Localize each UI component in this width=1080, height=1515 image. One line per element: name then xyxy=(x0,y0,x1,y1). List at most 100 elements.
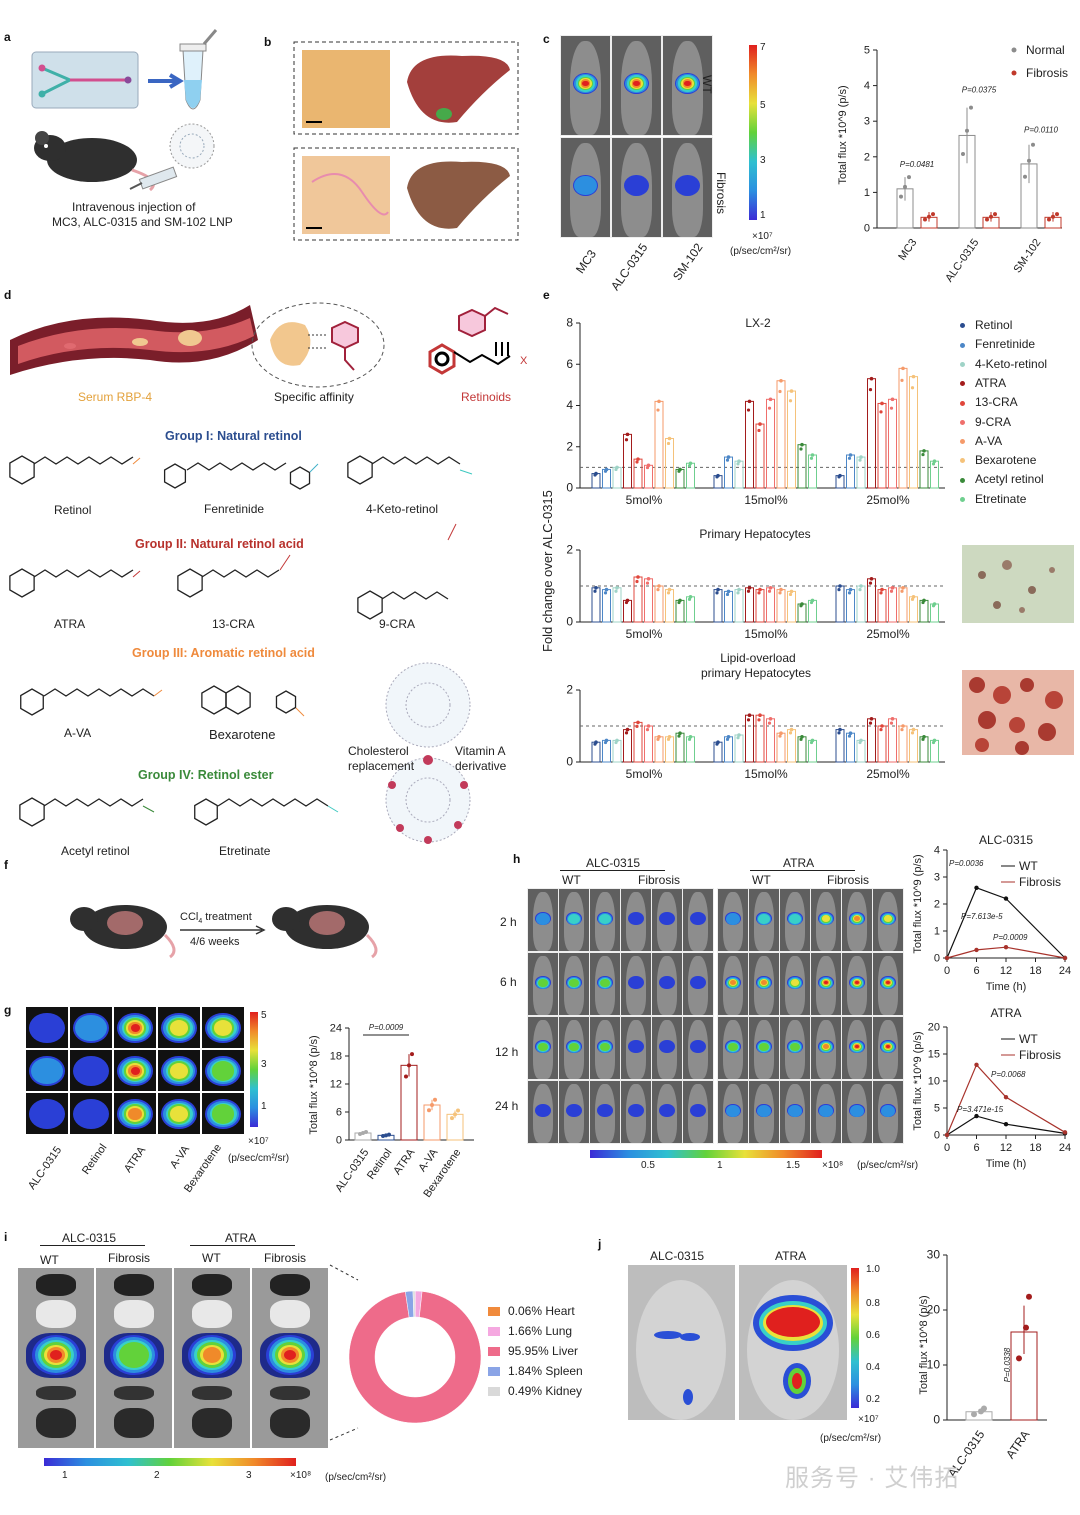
x-tick-label: 25mol% xyxy=(866,493,910,507)
ivis-organ-images xyxy=(18,1268,328,1448)
data-point xyxy=(603,591,608,595)
ivis-mouse-tile xyxy=(589,1016,621,1080)
data-point xyxy=(1003,1095,1009,1100)
organ-lung xyxy=(192,1300,232,1328)
heat-spot xyxy=(50,1349,62,1361)
bar xyxy=(898,725,908,763)
bar xyxy=(909,729,918,763)
ivis-mouse-tile xyxy=(620,952,652,1016)
ivis-mouse-tile xyxy=(717,1016,749,1080)
ivis-mouse-tile xyxy=(527,1016,559,1080)
legend-label: Etretinate xyxy=(975,491,1027,506)
bar xyxy=(846,589,855,623)
molecule-ring xyxy=(9,568,35,598)
ivis-mouse-tile xyxy=(872,1080,904,1144)
y-tick-label: 4 xyxy=(934,845,940,857)
data-point xyxy=(726,455,731,459)
data-point xyxy=(646,577,651,581)
molecule-chain xyxy=(43,798,144,807)
retinoid-structure: X xyxy=(428,306,528,375)
data-point xyxy=(456,1108,460,1113)
watermark: 服务号 · 艾伟拓 xyxy=(785,1465,960,1492)
molecule-ring xyxy=(201,685,227,715)
x-tick-label: ATRA xyxy=(391,1146,418,1177)
legend-label: 0.06% Heart xyxy=(508,1304,575,1318)
ivis-mouse-tile xyxy=(779,888,811,952)
heat-spot xyxy=(788,1104,802,1117)
data-point xyxy=(1003,1122,1009,1127)
organ-column xyxy=(252,1268,328,1448)
y-tick-label: 0 xyxy=(934,953,940,965)
panel-label-e: e xyxy=(543,288,550,302)
bar xyxy=(675,732,685,763)
data-point xyxy=(603,469,608,473)
bar xyxy=(745,714,754,763)
data-point xyxy=(767,589,772,593)
legend-swatch xyxy=(488,1387,500,1397)
legend-label: Bexarotene xyxy=(975,453,1037,468)
data-point xyxy=(910,386,915,390)
data-point xyxy=(747,713,752,717)
x-tick-label: 5mol% xyxy=(626,493,663,507)
heat-spot xyxy=(128,1108,142,1120)
data-point xyxy=(789,389,794,393)
data-point xyxy=(1031,142,1035,147)
binding-illustration xyxy=(251,302,385,388)
legend-item: Retinol xyxy=(960,318,1012,332)
ivis-image-grid-c xyxy=(560,35,713,238)
zoom-lines xyxy=(329,1264,359,1441)
data-point xyxy=(848,453,853,457)
ivis-mouse-tile xyxy=(748,1080,780,1144)
data-point xyxy=(407,1063,411,1068)
panel-label-f: f xyxy=(4,858,8,872)
heat-spot xyxy=(886,1045,890,1049)
colorbar-j-tick: 0.6 xyxy=(866,1330,880,1341)
molecule-name: Bexarotene xyxy=(209,727,276,742)
molecule-ring xyxy=(275,690,297,714)
bar xyxy=(856,585,866,623)
legend-swatch xyxy=(488,1307,500,1317)
y-tick-label: 2 xyxy=(566,543,573,557)
ivis-mouse-tile xyxy=(611,137,662,238)
group-alc-0315: ALC-0315 xyxy=(62,1231,117,1245)
data-point xyxy=(889,721,894,725)
molecule-chain xyxy=(201,569,280,578)
molecule-ring xyxy=(9,455,35,485)
heat-spot xyxy=(574,176,597,195)
legend-marker xyxy=(960,361,965,367)
bar xyxy=(766,718,775,763)
bar xyxy=(602,589,611,623)
data-point xyxy=(788,731,793,735)
data-point xyxy=(848,587,853,592)
colorbar-j-unit-2: (p/sec/cm²/sr) xyxy=(820,1433,882,1444)
bar xyxy=(776,589,786,623)
panel-label-d: d xyxy=(4,288,12,302)
heat-spot xyxy=(824,981,828,985)
ivis-time-grid-h xyxy=(527,888,907,1144)
data-point xyxy=(656,737,660,741)
lnp-particle xyxy=(169,123,215,169)
data-point xyxy=(636,457,640,461)
data-point xyxy=(989,214,993,219)
y-tick-label: 0 xyxy=(934,1130,940,1142)
organ-heart xyxy=(114,1274,154,1296)
x-tick-label: Retinol xyxy=(365,1147,394,1182)
ivis-liver-tile xyxy=(202,1007,244,1048)
data-point xyxy=(809,740,814,745)
legend-marker xyxy=(1011,70,1017,76)
x-tick-label: ALC-0315 xyxy=(333,1147,371,1194)
group-underline xyxy=(190,1245,295,1246)
y-axis-label: Total flux *10^9 (p/s) xyxy=(912,1031,924,1130)
legend-label: 9-CRA xyxy=(975,414,1012,429)
data-point xyxy=(450,1116,454,1121)
group-atra: ATRA xyxy=(225,1231,257,1245)
bar xyxy=(591,587,601,623)
data-point xyxy=(624,438,629,442)
legend-label: Fibrosis xyxy=(1026,66,1068,80)
ivis-liver-tile xyxy=(26,1050,68,1091)
legend-label: 4-Keto-retinol xyxy=(975,356,1048,371)
y-axis-label: Total flux *10^8 (p/s) xyxy=(308,1035,320,1134)
y-tick-label: 0 xyxy=(566,615,573,629)
x-axis-label: Time (h) xyxy=(986,1158,1027,1170)
bar xyxy=(724,456,733,489)
